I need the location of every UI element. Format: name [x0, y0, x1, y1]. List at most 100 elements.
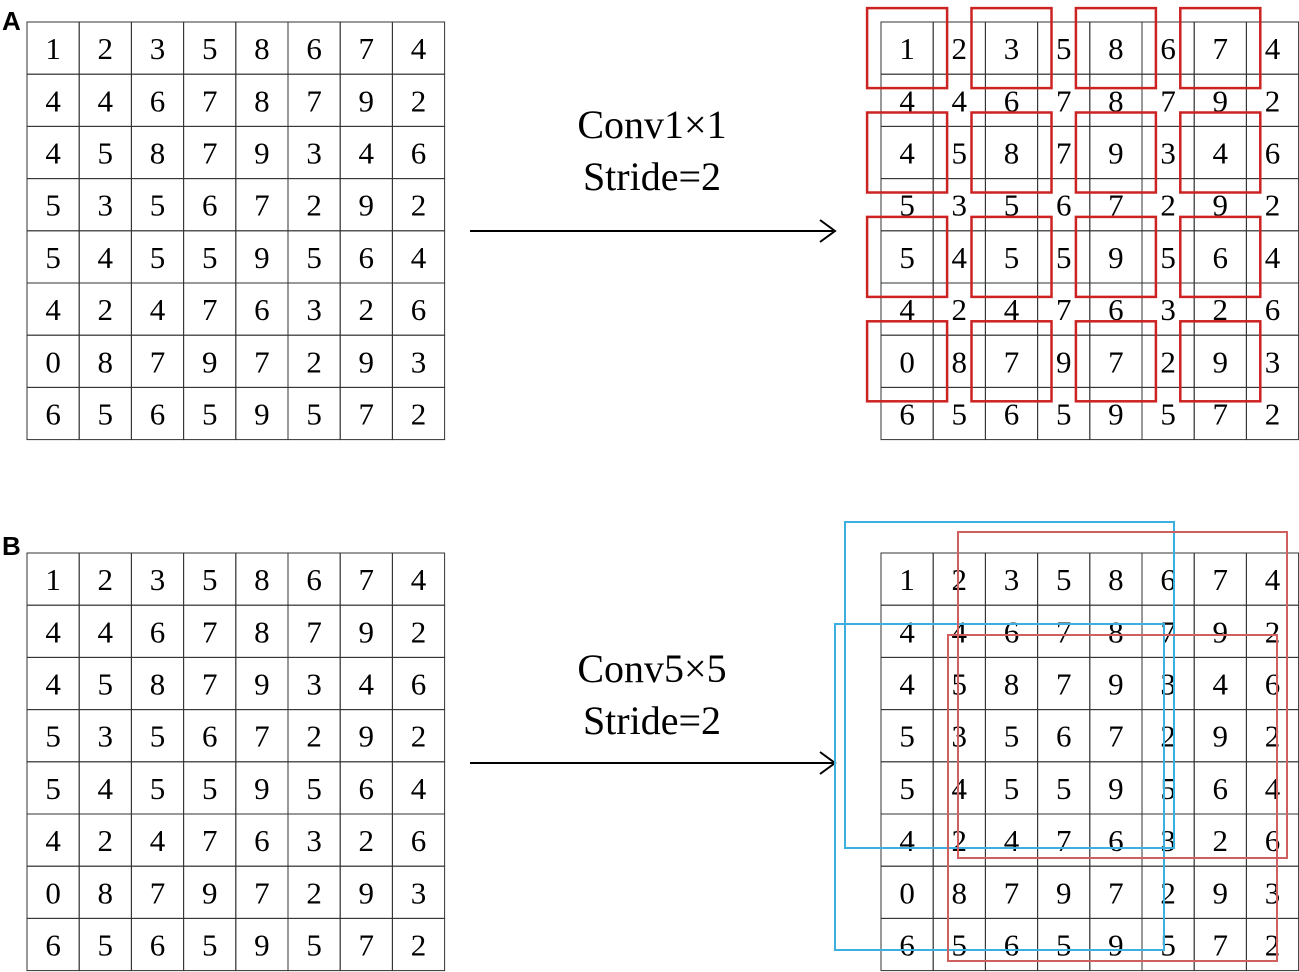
b-output-cell-value: 6	[1108, 823, 1124, 858]
a-output-cell-value: 6	[1265, 136, 1281, 171]
b-output-cell-value: 3	[1004, 562, 1020, 597]
b-input-cell-value: 9	[254, 667, 270, 702]
a-input-cell-value: 0	[45, 344, 61, 379]
a-input-cell-value: 9	[359, 344, 375, 379]
b-output-cell-value: 9	[1213, 875, 1229, 910]
b-input-cell-value: 6	[359, 771, 375, 806]
a-output-cell-value: 2	[1265, 188, 1281, 223]
b-input-cell-value: 6	[150, 928, 166, 963]
b-input-cell-value: 7	[202, 667, 218, 702]
a-output-cell-value: 5	[1004, 188, 1020, 223]
b-input-cell-value: 2	[411, 719, 427, 754]
b-output-cell-value: 9	[1213, 719, 1229, 754]
b-output-cell-value: 4	[1213, 667, 1229, 702]
b-input-cell-value: 2	[411, 614, 427, 649]
a-input-cell-value: 8	[254, 83, 270, 118]
a-input-cell-value: 4	[411, 240, 427, 275]
a-output-cell-value: 9	[1213, 344, 1229, 379]
a-output-cell-value: 3	[1004, 31, 1020, 66]
a-input-cell-value: 6	[202, 188, 218, 223]
panel-a-operation: Conv1×1	[577, 102, 726, 147]
a-input-cell-value: 4	[98, 83, 114, 118]
a-input-cell-value: 7	[359, 31, 375, 66]
conv-window	[970, 111, 1053, 194]
a-output-cell-value: 8	[952, 344, 968, 379]
b-input-cell-value: 5	[306, 928, 322, 963]
a-input-cell-value: 4	[98, 240, 114, 275]
b-input-cell-value: 5	[98, 928, 114, 963]
b-output-cell-value: 2	[952, 823, 968, 858]
conv-window	[1074, 320, 1158, 403]
a-input-cell-value: 9	[359, 83, 375, 118]
b-output-cell-value: 7	[1056, 614, 1072, 649]
conv-window	[970, 6, 1053, 90]
a-output-cell-value: 9	[1108, 136, 1124, 171]
a-output-cell-value: 6	[1004, 397, 1020, 432]
b-output-cell-value: 5	[1056, 771, 1072, 806]
a-input-cell-value: 4	[411, 31, 427, 66]
a-input-cell-value: 6	[45, 397, 61, 432]
b-input-cell-value: 6	[202, 719, 218, 754]
a-input-cell-value: 9	[254, 397, 270, 432]
b-input-cell-value: 6	[411, 667, 427, 702]
a-output-cell-value: 2	[1213, 292, 1229, 327]
a-input-cell-value: 5	[45, 188, 61, 223]
a-output-cell-value: 7	[1213, 397, 1229, 432]
a-input-cell-value: 5	[202, 31, 218, 66]
a-input-cell-value: 7	[306, 83, 322, 118]
b-output-cell-value: 4	[1265, 771, 1281, 806]
a-input-cell-value: 7	[254, 188, 270, 223]
b-input-cell-value: 7	[254, 719, 270, 754]
b-input-cell-value: 9	[254, 771, 270, 806]
b-output-cell-value: 8	[952, 875, 968, 910]
a-output-cell-value: 4	[899, 292, 915, 327]
a-output-cell-value: 5	[1160, 397, 1176, 432]
a-input-cell-value: 7	[359, 397, 375, 432]
conv-window	[865, 6, 949, 90]
a-input-cell-value: 9	[359, 188, 375, 223]
a-output-cell-value: 6	[1004, 83, 1020, 118]
a-output-cell-value: 2	[1265, 397, 1281, 432]
b-output-cell-value: 6	[1160, 562, 1176, 597]
a-input-cell-value: 6	[150, 83, 166, 118]
b-output-cell-value: 6	[899, 928, 915, 963]
b-input-cell-value: 5	[150, 719, 166, 754]
a-input-cell-value: 6	[411, 136, 427, 171]
b-output-cell-value: 7	[1108, 719, 1124, 754]
b-input-cell-value: 8	[98, 875, 114, 910]
a-output-cell-value: 5	[899, 240, 915, 275]
a-input-cell-value: 4	[45, 292, 61, 327]
a-input-cell-value: 4	[45, 83, 61, 118]
a-output-cell-value: 6	[1056, 188, 1072, 223]
a-output-cell-value: 8	[1108, 31, 1124, 66]
a-input-cell-value: 6	[150, 397, 166, 432]
a-input-cell-value: 2	[306, 188, 322, 223]
b-input-cell-value: 8	[254, 562, 270, 597]
b-output-cell-value: 6	[1056, 719, 1072, 754]
a-output-cell-value: 4	[1265, 31, 1281, 66]
a-input-cell-value: 5	[306, 240, 322, 275]
a-output-cell-value: 7	[1056, 83, 1072, 118]
a-output-cell-value: 5	[1056, 240, 1072, 275]
a-output-cell-value: 9	[1213, 188, 1229, 223]
panel-b-conv-windows	[834, 521, 1288, 962]
b-input-cell-value: 5	[45, 771, 61, 806]
a-input-cell-value: 5	[306, 397, 322, 432]
a-input-cell-value: 2	[359, 292, 375, 327]
a-output-cell-value: 6	[1108, 292, 1124, 327]
b-input-cell-value: 4	[45, 614, 61, 649]
b-output-cell-value: 9	[1108, 667, 1124, 702]
a-output-cell-value: 6	[899, 397, 915, 432]
a-output-cell-value: 9	[1056, 344, 1072, 379]
b-input-cell-value: 4	[150, 823, 166, 858]
a-output-cell-value: 5	[1160, 240, 1176, 275]
conv-window	[865, 215, 949, 299]
b-input-cell-value: 5	[306, 771, 322, 806]
a-input-cell-value: 5	[98, 397, 114, 432]
a-output-cell-value: 1	[899, 31, 915, 66]
b-output-cell-value: 9	[1056, 875, 1072, 910]
